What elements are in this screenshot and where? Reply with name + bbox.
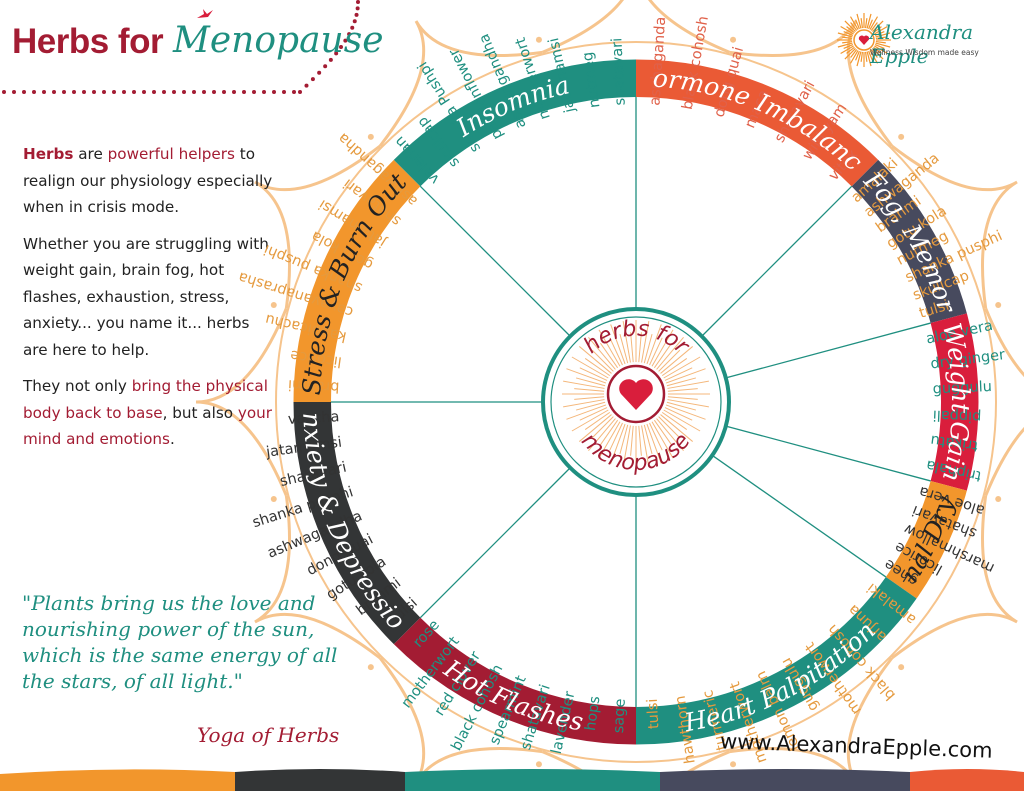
band-4 <box>636 576 917 745</box>
herb-item: hops <box>583 695 604 732</box>
page-title: Herbs for <box>12 22 164 61</box>
herb-item: nutmeg <box>580 51 604 109</box>
herb-item: trikatu <box>930 432 979 454</box>
intro-text-span: to realign our physiology especially whe… <box>23 145 273 216</box>
intro-text-span: , but also <box>162 403 238 422</box>
intro-text: Herbs are powerful helpers to realign ou… <box>23 141 273 463</box>
quote-text: "Plants bring us the love and nourishing… <box>22 591 338 693</box>
intro-paragraph-3: They not only bring the physical body ba… <box>23 373 273 453</box>
intro-highlight: bring the physical body back to base <box>23 377 268 422</box>
intro-text-span: They not only <box>23 377 132 395</box>
band-6 <box>293 402 421 645</box>
band-2 <box>930 313 979 491</box>
herb-item: vaccha <box>288 409 340 428</box>
page-title-script: Menopause <box>173 20 384 61</box>
footer-stripes <box>0 769 1024 791</box>
herb-item: shatavari <box>609 37 628 105</box>
intro-lead: Herbs <box>23 145 74 163</box>
band-0 <box>636 59 879 187</box>
heart-icon <box>619 379 653 410</box>
herb-item: brahmi <box>288 376 340 395</box>
band-1 <box>851 159 968 324</box>
herb-item: sage <box>611 698 629 733</box>
center-medallion: herbs for menopause <box>541 307 731 497</box>
intro-paragraph-1: Herbs are powerful helpers to realign ou… <box>23 141 273 221</box>
intro-paragraph-2: Whether you are struggling with weight g… <box>23 234 269 359</box>
bird-icon <box>197 9 213 18</box>
sun-heart-icon <box>837 13 891 67</box>
herb-item: asuhaganda <box>647 16 669 106</box>
herb-item: pippali <box>932 407 981 425</box>
logo-name: Alexandra Epple <box>870 20 974 68</box>
intro-text-span: . <box>169 430 175 448</box>
quote-source: Yoga of Herbs <box>197 723 340 747</box>
band-7 <box>293 159 421 402</box>
intro-highlight: your mind and emotions <box>23 403 273 449</box>
herb-item: licorice <box>289 347 343 370</box>
dotted-border <box>2 0 360 94</box>
intro-text-span: are <box>73 145 108 163</box>
band-8 <box>393 59 636 187</box>
intro-highlight: powerful helpers <box>107 145 235 163</box>
logo-tagline: Wellness Wisdom made easy <box>870 48 979 57</box>
band-3 <box>885 480 968 599</box>
band-5 <box>393 617 636 745</box>
wheel-spokes <box>331 97 931 707</box>
herb-item: tulsi <box>645 698 663 729</box>
herb-item: guggulu <box>932 379 992 397</box>
